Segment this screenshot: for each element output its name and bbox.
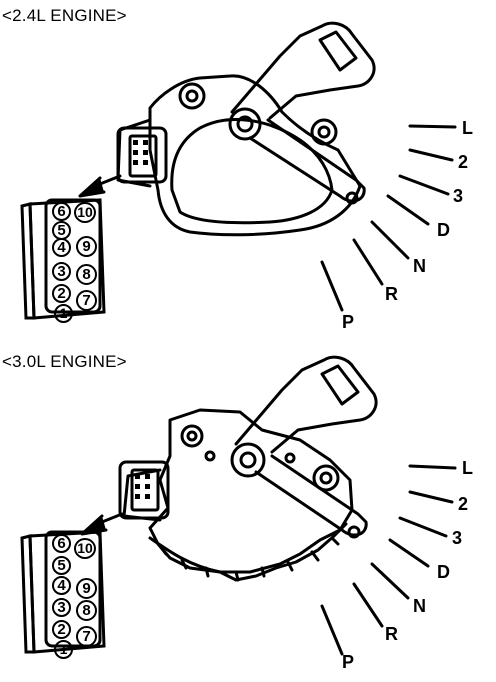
pin-row: 2 7 <box>50 284 106 311</box>
pin-label: 6 <box>52 202 71 221</box>
pin-label: 8 <box>76 264 97 285</box>
position-label-p: P <box>342 652 355 672</box>
pin-label: 9 <box>76 236 97 257</box>
pin-label: 7 <box>76 290 97 311</box>
panel-title-2-4l: <2.4L ENGINE> <box>2 6 127 25</box>
pin-label: 2 <box>52 284 71 303</box>
pin-label: 1 <box>54 640 73 659</box>
position-label-l: L <box>462 118 473 138</box>
position-label-3: 3 <box>453 186 464 206</box>
position-label-3: 3 <box>452 528 463 548</box>
connector-pins-2-4l: 6 10 5 4 9 3 8 2 7 1 <box>50 202 106 324</box>
pointer-arm <box>248 118 366 203</box>
pin-label: 3 <box>52 262 71 281</box>
switch-body <box>148 74 362 237</box>
switch-drawing-3-0l <box>20 355 457 656</box>
position-label-2: 2 <box>458 152 469 172</box>
pin-label: 2 <box>52 620 71 639</box>
position-label-p: P <box>342 312 355 332</box>
pin-label: 4 <box>52 576 71 595</box>
shift-lever <box>234 355 378 454</box>
connector-housing <box>118 460 170 520</box>
shift-lever <box>230 21 376 120</box>
panel-title-3-0l: <3.0L ENGINE> <box>2 352 127 371</box>
position-label-r: R <box>385 624 398 644</box>
position-label-d: D <box>437 562 450 582</box>
pin-row: 6 10 <box>50 202 106 223</box>
position-label-l: L <box>462 458 473 478</box>
pin-label: 1 <box>54 304 73 323</box>
pin-label: 10 <box>74 538 96 559</box>
pin-label: 7 <box>76 626 97 647</box>
pin-row: 4 9 <box>50 236 106 258</box>
switch-drawing-2-4l <box>20 21 457 320</box>
connector-pins-3-0l: 6 10 5 4 9 3 8 2 7 1 <box>50 534 106 659</box>
position-label-d: D <box>437 220 450 240</box>
pin-label: 3 <box>52 598 71 617</box>
pin-row: 4 9 <box>50 576 106 599</box>
position-label-n: N <box>413 596 426 616</box>
pin-row: 5 <box>50 556 106 576</box>
pin-label: 4 <box>52 238 71 257</box>
pin-row: 1 <box>50 304 106 324</box>
pin-row: 1 <box>50 640 106 660</box>
pin-row: 3 8 <box>50 262 106 285</box>
pin-label: 5 <box>52 556 71 575</box>
position-label-2: 2 <box>458 494 469 514</box>
position-label-r: R <box>385 284 398 304</box>
pin-label: 10 <box>74 202 96 223</box>
connector-housing <box>116 126 168 184</box>
pin-label: 6 <box>52 534 71 553</box>
pin-label: 9 <box>76 578 97 599</box>
pin-label: 8 <box>76 600 97 621</box>
pin-row: 6 10 <box>50 534 106 559</box>
pointer-arm <box>254 454 368 537</box>
pin-row: 3 8 <box>50 598 106 621</box>
pin-row: 2 7 <box>50 620 106 647</box>
position-label-n: N <box>413 256 426 276</box>
